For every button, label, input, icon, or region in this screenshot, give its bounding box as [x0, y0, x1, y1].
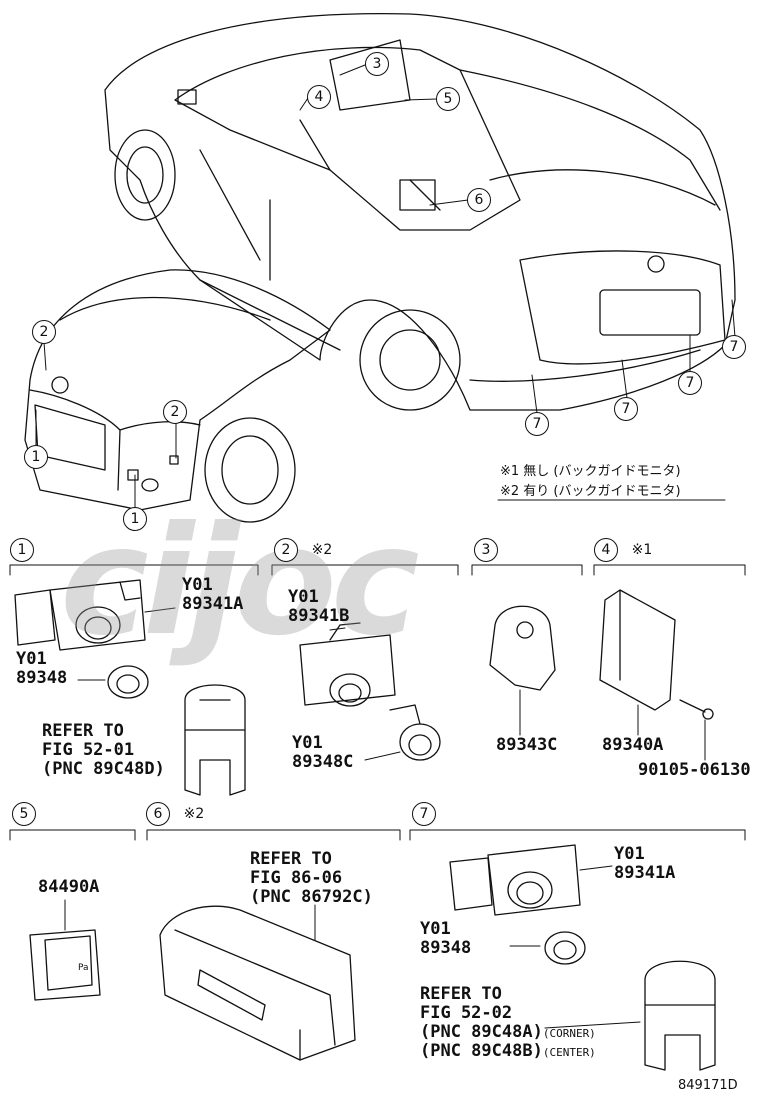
s2-sensor-drawing — [299, 622, 441, 761]
section-1-header: 1 — [10, 538, 48, 562]
s2-part-89341B: Y01 89341B — [288, 587, 350, 626]
s1-sensor-holder-drawing — [14, 579, 246, 796]
section-3-number: 3 — [474, 538, 498, 562]
section-7-number: 7 — [412, 802, 436, 826]
s7-sensor-holder-drawing — [449, 844, 716, 1071]
section-4-mark: ※1 — [631, 542, 653, 558]
s4-part-90105-06130: 90105-06130 — [638, 760, 751, 780]
s7-pnc-89C48B-center: (CENTER) — [542, 1046, 596, 1059]
section-6-header: 6 ※2 — [146, 802, 205, 826]
s1-part-89341A: Y01 89341A — [182, 575, 244, 614]
callout-4: 4 — [307, 85, 331, 109]
car-rear-view-drawing — [104, 12, 736, 411]
section-6-number: 6 — [146, 802, 170, 826]
note-2: ※2 有り (バックガイドモニタ) — [500, 484, 681, 499]
section-3-header: 3 — [474, 538, 512, 562]
section-2-number: 2 — [274, 538, 298, 562]
section-6-mark: ※2 — [183, 806, 205, 822]
note-1: ※1 無し (バックガイドモニタ) — [500, 464, 681, 479]
watermark: cijoc — [60, 495, 420, 669]
section-2-mark: ※2 — [311, 542, 333, 558]
s1-part-89348: Y01 89348 — [16, 649, 68, 688]
s5-part-84490A: 84490A — [38, 877, 100, 897]
s5-switch-drawing: Pa — [29, 899, 101, 1001]
callout-1: 1 — [24, 445, 48, 469]
car-front-view-drawing — [24, 269, 331, 523]
section-5-header: 5 — [12, 802, 50, 826]
s7-pnc-89C48A-code: (PNC 89C48A) — [420, 1022, 543, 1042]
s3-part-89343C: 89343C — [496, 735, 558, 755]
callout-6: 6 — [467, 188, 491, 212]
s7-refer-fig-52-02: REFER TO FIG 52-02 — [420, 984, 513, 1023]
s6-control-unit-drawing — [159, 904, 356, 1061]
s7-pnc-89C48B: (PNC 89C48B)(CENTER) — [420, 1042, 596, 1062]
callout-1: 1 — [123, 507, 147, 531]
s4-computer-drawing — [599, 589, 714, 761]
callout-3: 3 — [365, 52, 389, 76]
s1-refer-fig-52-01: REFER TO FIG 52-01 (PNC 89C48D) — [42, 721, 165, 779]
section-1-number: 1 — [10, 538, 34, 562]
section-7-header: 7 — [412, 802, 450, 826]
section-brackets — [9, 564, 746, 841]
svg-text:Pa: Pa — [78, 963, 89, 973]
callout-2: 2 — [32, 320, 56, 344]
callout-7: 7 — [614, 397, 638, 421]
s7-part-89348: Y01 89348 — [420, 919, 472, 958]
section-4-number: 4 — [594, 538, 618, 562]
callout-7: 7 — [678, 371, 702, 395]
s3-buzzer-drawing — [489, 605, 556, 736]
callout-2: 2 — [163, 400, 187, 424]
section-5-number: 5 — [12, 802, 36, 826]
section-2-header: 2 ※2 — [274, 538, 333, 562]
figure-id: 849171D — [678, 1078, 738, 1093]
s7-pnc-89C48A: (PNC 89C48A)(CORNER) — [420, 1023, 596, 1043]
s7-pnc-89C48B-code: (PNC 89C48B) — [420, 1041, 543, 1061]
callout-7: 7 — [525, 412, 549, 436]
callout-5: 5 — [436, 87, 460, 111]
s7-pnc-89C48A-corner: (CORNER) — [542, 1027, 596, 1040]
s7-part-89341A: Y01 89341A — [614, 844, 676, 883]
section-4-header: 4 ※1 — [594, 538, 653, 562]
s4-part-89340A: 89340A — [602, 735, 664, 755]
callout-leader-lines — [35, 64, 736, 508]
callout-7: 7 — [722, 335, 746, 359]
s6-refer-fig-86-06: REFER TO FIG 86-06 (PNC 86792C) — [250, 849, 373, 907]
s2-part-89348C: Y01 89348C — [292, 733, 354, 772]
